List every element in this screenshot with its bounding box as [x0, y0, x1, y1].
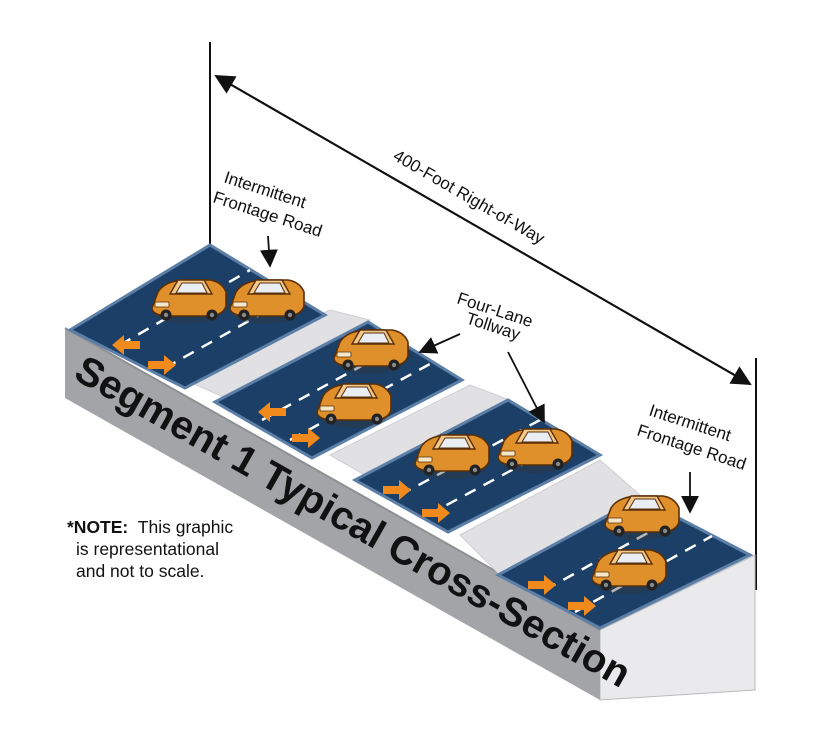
car [591, 549, 667, 595]
note-prefix: *NOTE: [67, 517, 128, 537]
right-of-way-label: 400-Foot Right-of-Way [390, 146, 548, 248]
note-line2: is representational [76, 539, 219, 559]
car [229, 279, 305, 325]
car [333, 329, 409, 375]
svg-text:*NOTE: This graphic: *NOTE: This graphic [67, 517, 233, 537]
car [414, 434, 490, 480]
note-line3: and not to scale. [76, 561, 204, 581]
note-line1: This graphic [138, 517, 234, 537]
car [497, 428, 573, 474]
note-block: *NOTE: This graphic is representational … [67, 517, 233, 581]
car [316, 383, 392, 429]
car [604, 495, 680, 541]
block-side-face [65, 328, 600, 700]
callout-frontage-left: Intermittent Frontage Road [211, 168, 324, 268]
car [151, 279, 227, 325]
median-strip-3 [459, 459, 641, 576]
